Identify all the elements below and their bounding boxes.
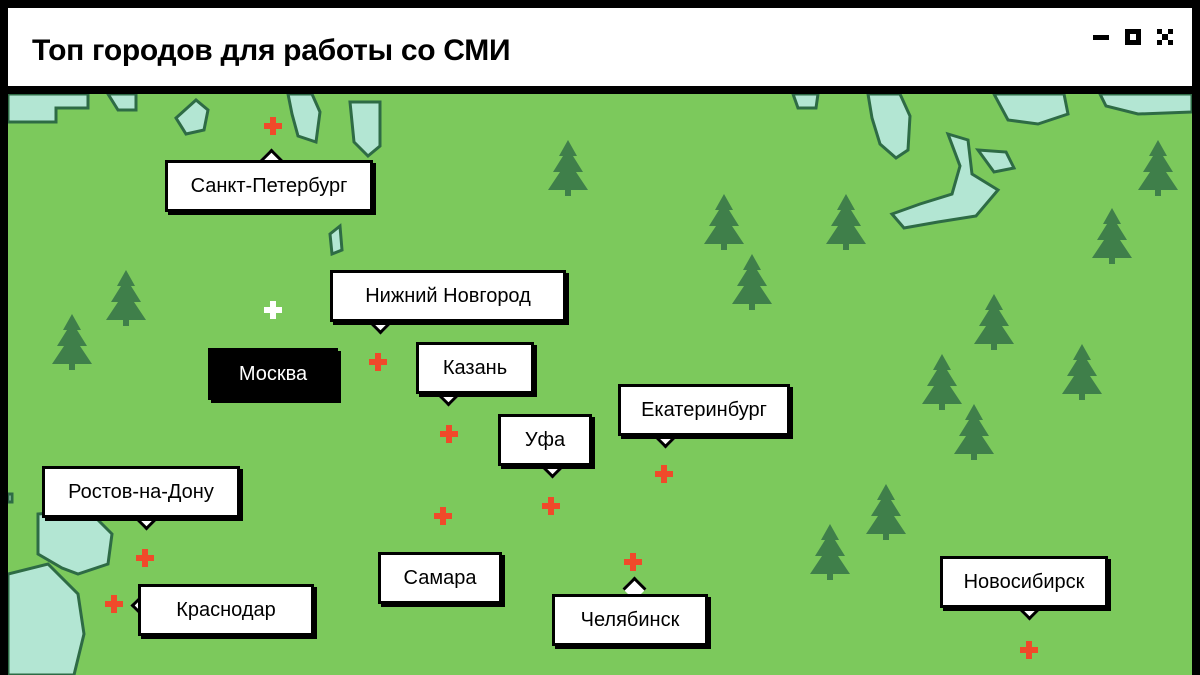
- plus-marker-icon: [264, 117, 282, 135]
- maximize-button[interactable]: [1122, 26, 1144, 48]
- marker-samara[interactable]: [434, 507, 452, 525]
- city-label-samara[interactable]: Самара: [378, 552, 502, 604]
- city-label-novosibirsk[interactable]: Новосибирск: [940, 556, 1108, 608]
- marker-moscow[interactable]: [264, 301, 282, 319]
- marker-novosibirsk[interactable]: [1020, 641, 1038, 659]
- marker-ekaterinburg[interactable]: [655, 465, 673, 483]
- marker-nizhny-novgorod[interactable]: [369, 353, 387, 371]
- city-label-rostov-na-donu[interactable]: Ростов-на-Дону: [42, 466, 240, 518]
- city-label-chelyabinsk[interactable]: Челябинск: [552, 594, 708, 646]
- plus-marker-icon: [655, 465, 673, 483]
- marker-krasnodar[interactable]: [105, 595, 123, 613]
- plus-marker-icon: [105, 595, 123, 613]
- city-label-krasnodar[interactable]: Краснодар: [138, 584, 314, 636]
- city-label-saint-petersburg[interactable]: Санкт-Петербург: [165, 160, 373, 212]
- minimize-button[interactable]: [1090, 26, 1112, 48]
- maximize-icon: [1125, 29, 1141, 45]
- window-title: Топ городов для работы со СМИ: [32, 34, 511, 67]
- marker-saint-petersburg[interactable]: [264, 117, 282, 135]
- water-bodies: [8, 94, 1192, 675]
- city-label-ufa[interactable]: Уфа: [498, 414, 592, 466]
- city-label-ekaterinburg[interactable]: Екатеринбург: [618, 384, 790, 436]
- plus-marker-icon: [434, 507, 452, 525]
- plus-marker-icon: [542, 497, 560, 515]
- plus-marker-icon: [440, 425, 458, 443]
- marker-kazan[interactable]: [440, 425, 458, 443]
- marker-chelyabinsk[interactable]: [624, 553, 642, 571]
- city-map: Санкт-Петербург Нижний Новгород Москва К…: [8, 94, 1192, 675]
- close-button[interactable]: [1154, 26, 1176, 48]
- plus-marker-icon: [1020, 641, 1038, 659]
- minimize-icon: [1093, 35, 1109, 40]
- plus-marker-icon: [264, 301, 282, 319]
- city-label-moscow[interactable]: Москва: [208, 348, 338, 400]
- plus-marker-icon: [136, 549, 154, 567]
- marker-rostov-na-donu[interactable]: [136, 549, 154, 567]
- close-icon: [1157, 29, 1173, 45]
- city-label-nizhny-novgorod[interactable]: Нижний Новгород: [330, 270, 566, 322]
- city-label-kazan[interactable]: Казань: [416, 342, 534, 394]
- marker-ufa[interactable]: [542, 497, 560, 515]
- plus-marker-icon: [624, 553, 642, 571]
- title-bar: Топ городов для работы со СМИ: [8, 8, 1192, 94]
- plus-marker-icon: [369, 353, 387, 371]
